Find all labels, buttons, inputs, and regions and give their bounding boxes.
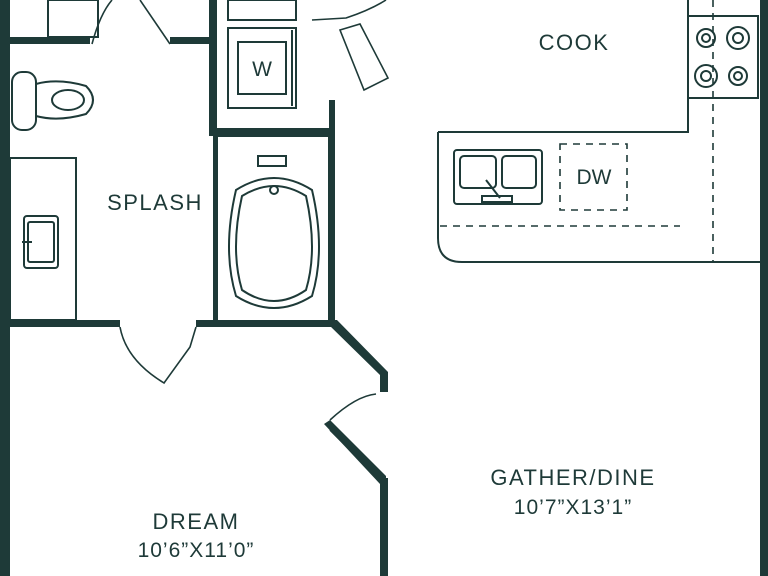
toilet-tank	[11, 71, 37, 131]
bathtub-surround	[216, 135, 330, 323]
tub-outer	[228, 177, 320, 309]
washer-label: W	[252, 58, 272, 81]
door-dream-panel	[329, 429, 381, 481]
doors	[91, 0, 390, 481]
dishwasher-label: DW	[577, 166, 612, 189]
toilet-bowl	[35, 80, 94, 120]
burner-top-left-inner	[701, 33, 711, 43]
door-laundry-swing	[311, 0, 387, 21]
kitchen-sink-left-basin	[459, 155, 497, 189]
door-laundry-right	[338, 23, 390, 92]
wall-splash-bottom-right	[196, 320, 335, 327]
washer-box-top	[227, 0, 297, 21]
burner-bottom-left	[694, 64, 718, 88]
kitchen-sink-right-basin	[501, 155, 537, 189]
wall-angled-lower	[324, 420, 386, 484]
burner-top-right-inner	[732, 32, 744, 44]
outlines	[9, 0, 760, 323]
room-dimensions-dream: 10’6”X11’0”	[138, 539, 255, 562]
room-label-cook: COOK	[539, 30, 610, 55]
burner-bottom-right-inner	[733, 71, 743, 81]
closet-top-left	[47, 0, 99, 38]
vanity-counter	[9, 157, 77, 321]
toilet-seat	[51, 89, 85, 111]
tub-drain	[269, 185, 279, 195]
kitchen-faucet-base	[481, 195, 513, 203]
room-label-dream: DREAM	[153, 509, 240, 534]
wall-splash-bottom-left	[10, 320, 120, 327]
range-cooktop	[687, 15, 759, 99]
wall-dream-right	[380, 478, 388, 576]
wall-top-stub-left	[10, 37, 90, 44]
door-dream-arc	[329, 393, 377, 421]
burner-top-left	[696, 28, 716, 48]
wall-bath-right	[329, 100, 335, 326]
wall-laundry-left	[209, 0, 217, 136]
wall-bath-left	[213, 136, 217, 326]
burner-top-right	[726, 26, 750, 50]
tub-inner	[235, 185, 313, 302]
wall-right-exterior	[760, 0, 768, 576]
wall-angled-upper	[329, 320, 388, 392]
tub-faucet	[257, 155, 287, 167]
wall-top-stub-mid	[170, 37, 212, 44]
burner-bottom-right	[728, 66, 748, 86]
washer-box	[227, 27, 297, 109]
room-label-gather-dine: GATHER/DINE	[490, 465, 655, 490]
vanity-sink	[22, 215, 59, 269]
room-dimensions-gather-dine: 10’7”X13’1”	[514, 496, 632, 519]
door-top-arc	[91, 0, 113, 45]
room-label-splash: SPLASH	[107, 190, 203, 215]
kitchen-sink-outer	[453, 149, 543, 205]
cooktop-burners	[694, 26, 750, 88]
washer-box-inner	[237, 41, 287, 95]
toilet	[11, 71, 94, 131]
burner-bottom-left-inner	[700, 70, 712, 82]
door-top-panel	[139, 0, 171, 45]
wall-laundry-bottom	[209, 128, 333, 136]
kitchen-sink	[453, 149, 543, 205]
door-splash-swing	[119, 326, 197, 385]
wall-left-exterior	[0, 0, 10, 576]
bathtub	[228, 155, 320, 309]
